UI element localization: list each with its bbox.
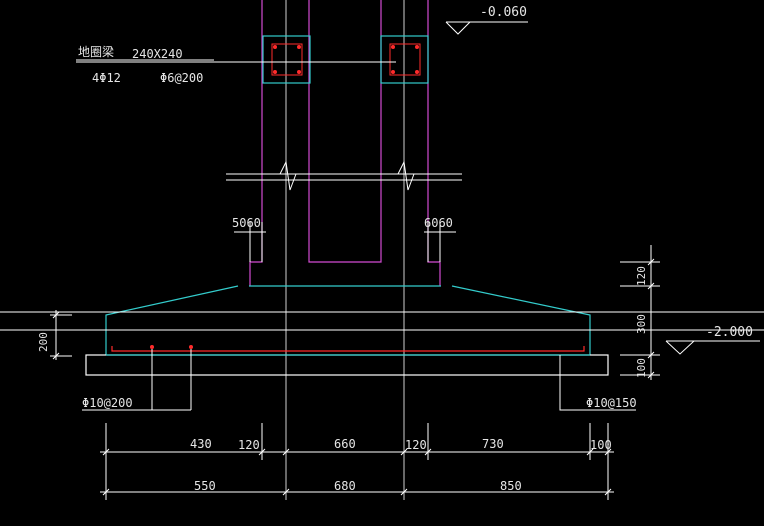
wall-width-dims: [234, 222, 456, 262]
rebar-label-right: Φ10@150: [586, 396, 637, 410]
left-height-dim: [50, 310, 72, 360]
horizontal-dims: [100, 423, 614, 500]
beam-size-label: 240X240: [132, 47, 183, 61]
wall-label-left: 5060: [232, 216, 261, 230]
vdim-label-3: 100: [635, 358, 648, 378]
beam-leaders: [76, 59, 396, 63]
beam-main-rebar-label: 4Φ12: [92, 71, 121, 85]
hdim-label-730: 730: [482, 437, 504, 451]
wall-left-outer-face: [249, 0, 263, 286]
hdim-label-100: 100: [590, 438, 612, 452]
hdim-label-550: 550: [194, 479, 216, 493]
base-slab: [85, 354, 609, 376]
bottom-rebar: [111, 345, 585, 352]
rebar-label-left: Φ10@200: [82, 396, 133, 410]
ground-beam-sections: [262, 35, 429, 84]
elevation-top-label: -0.060: [480, 5, 527, 20]
axis-lines: [285, 0, 405, 500]
footing-outline: [105, 285, 591, 355]
hdim-label-850: 850: [500, 479, 522, 493]
level-lines: [0, 311, 764, 331]
beam-name-label: 地圈梁: [78, 45, 115, 59]
rebar-leaders: [82, 349, 636, 411]
hdim-label-680: 680: [334, 479, 356, 493]
right-vertical-dims: [620, 245, 660, 380]
vdim-label-2: 300: [635, 314, 648, 334]
hdim-label-120a: 120: [238, 438, 260, 452]
elevation-bottom-label: -2.000: [706, 325, 753, 340]
wall-label-right: 6060: [424, 216, 453, 230]
hdim-label-430: 430: [190, 437, 212, 451]
left-height-label: 200: [37, 332, 50, 352]
break-line: [226, 160, 462, 191]
wall-right-outer-face: [427, 0, 441, 286]
vdim-label-1: 120: [635, 266, 648, 286]
wall-inner-face: [308, 0, 382, 263]
hdim-label-660: 660: [334, 437, 356, 451]
wall-outline: [249, 0, 441, 286]
hdim-label-120b: 120: [405, 438, 427, 452]
beam-stirrup-label: Φ6@200: [160, 71, 204, 85]
elevation-symbols: [445, 21, 760, 355]
